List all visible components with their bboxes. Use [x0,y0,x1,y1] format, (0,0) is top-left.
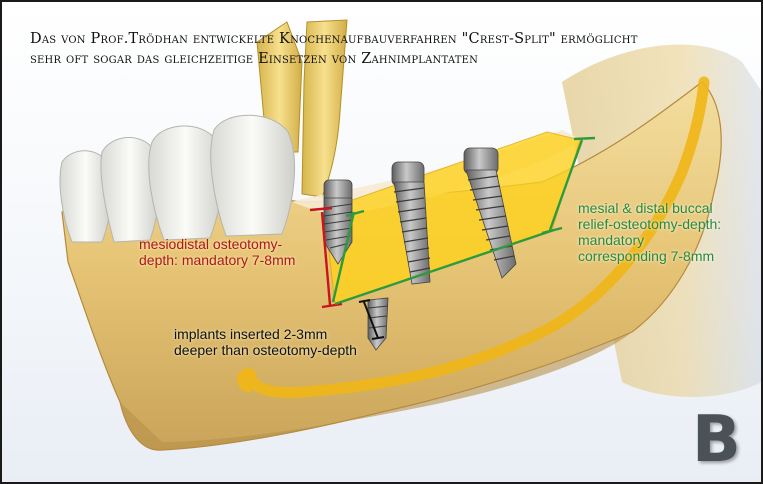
implant-2 [391,161,431,285]
nerve-canal [244,76,710,398]
relief-label-line-4: corresponding 7-8mm [578,248,715,264]
implant-3 [463,147,517,279]
relief-osteotomy-label: mesial & distal buccal relief-osteotomy-… [578,200,721,264]
caption-line-2: sehr oft sogar das gleichzeitige Einsetz… [30,51,479,67]
relief-label-line-2: relief-osteotomy-depth: [578,216,722,232]
relief-label-line-1: mesial & distal buccal [578,200,713,216]
red-depth-marker [309,206,343,309]
caption-line-1: Das von Prof.Trödhan entwickelte Knochen… [30,31,638,47]
green-depth-marker [331,136,596,306]
relief-label-line-3: mandatory [578,232,645,248]
black-depth-marker [358,299,385,340]
implant-depth-label: implants inserted 2-3mm deeper than oste… [174,326,357,358]
mesiodistal-depth-label: mesiodistal osteotomy- depth: mandatory … [139,236,295,268]
teeth-group [59,114,296,243]
implant-label-line-2: deeper than osteotomy-depth [174,342,357,358]
nerve-canal-hook [237,368,255,393]
mesiodistal-label-line-1: mesiodistal osteotomy- [139,236,283,252]
implant-label-line-1: implants inserted 2-3mm [174,326,328,342]
mesiodistal-label-line-2: depth: mandatory 7-8mm [139,252,296,268]
panel-letter: B [692,403,741,477]
tooth-4 [210,114,296,237]
